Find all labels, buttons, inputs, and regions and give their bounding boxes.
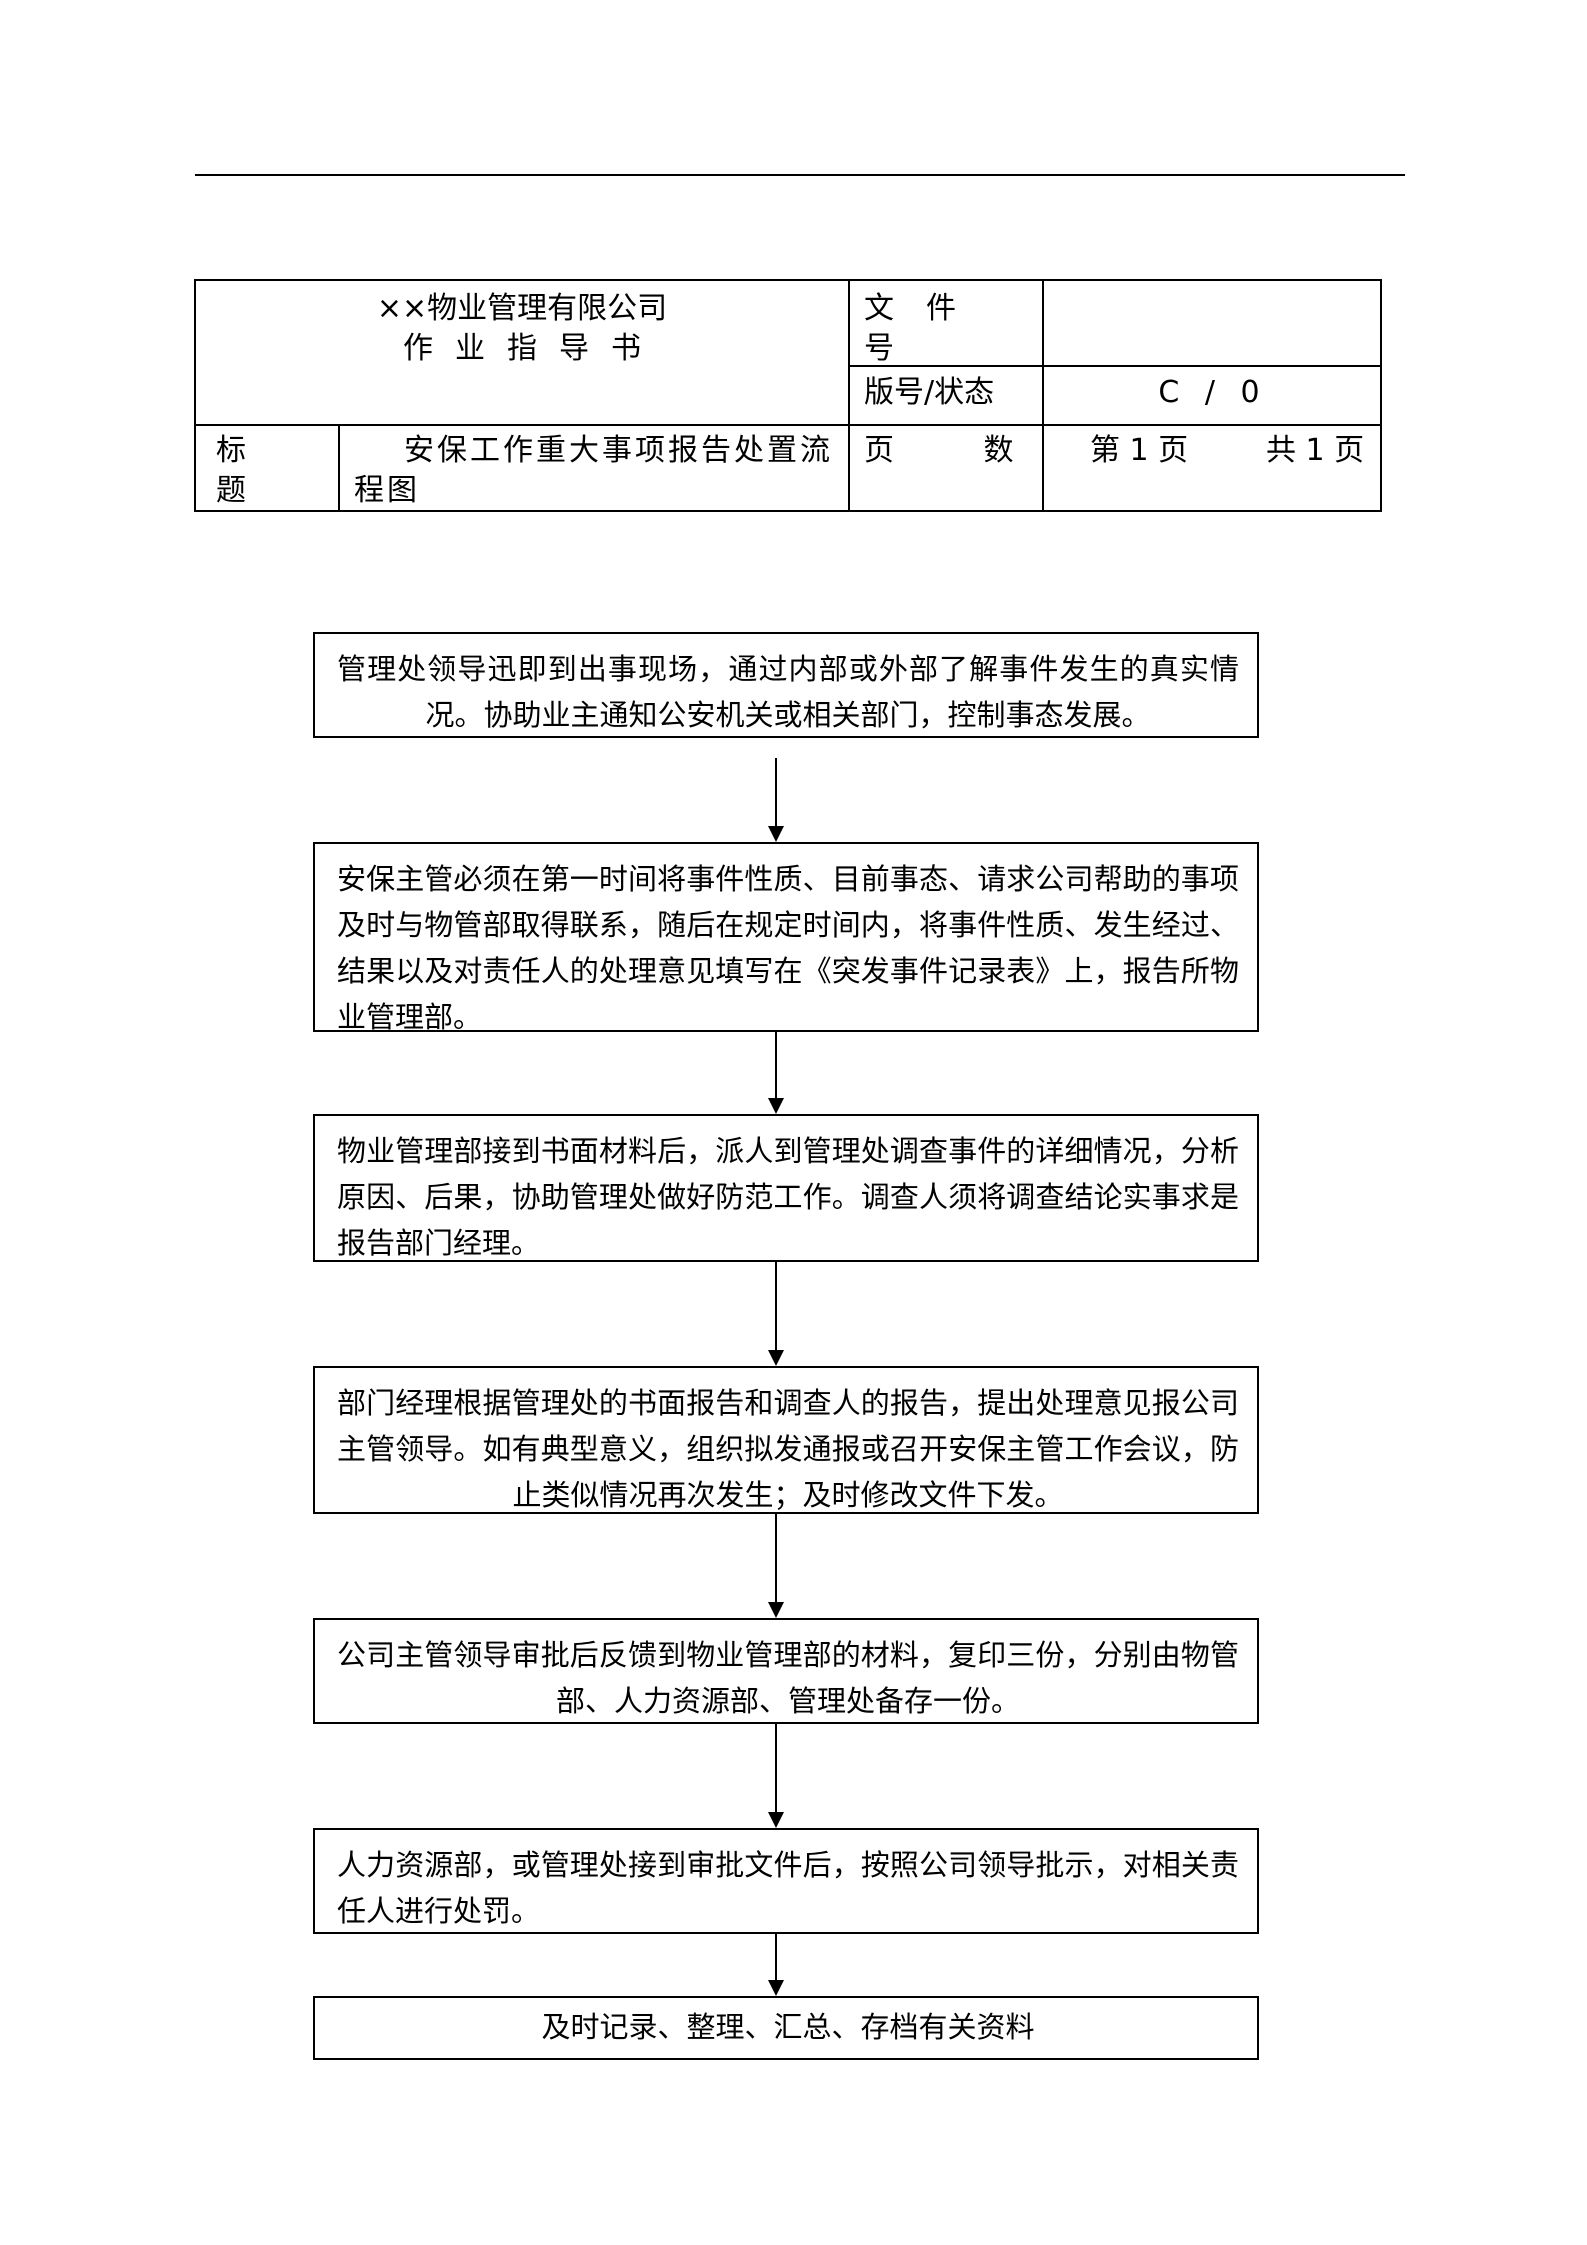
header-divider <box>848 281 850 510</box>
header-divider <box>848 365 1380 367</box>
flow-arrow <box>768 1724 784 1828</box>
flow-arrow <box>768 1514 784 1618</box>
flow-step-6: 人力资源部，或管理处接到审批文件后，按照公司领导批示，对相关责任人进行处罚。 <box>313 1828 1259 1934</box>
flow-step-1: 管理处领导迅即到出事现场，通过内部或外部了解事件发生的真实情况。协助业主通知公安… <box>313 632 1259 738</box>
version-value: C / 0 <box>1158 375 1268 410</box>
version-label: 版号/状态 <box>864 375 995 410</box>
pages-current: 第 1 页 <box>1090 433 1189 468</box>
title-value: 安保工作重大事项报告处置流程图 <box>354 433 833 508</box>
flow-step-4: 部门经理根据管理处的书面报告和调查人的报告，提出处理意见报公司主管领导。如有典型… <box>313 1366 1259 1514</box>
pages-label: 页 数 <box>864 433 1014 468</box>
pages-total: 共 1 页 <box>1266 433 1365 468</box>
flow-step-7: 及时记录、整理、汇总、存档有关资料 <box>313 1996 1259 2060</box>
flow-arrow <box>768 1934 784 1996</box>
company-name: ××物业管理有限公司 <box>376 291 668 326</box>
flow-step-3: 物业管理部接到书面材料后，派人到管理处调查事件的详细情况，分析原因、后果，协助管… <box>313 1114 1259 1262</box>
header-divider <box>196 424 1380 426</box>
flow-step-5: 公司主管领导审批后反馈到物业管理部的材料，复印三份，分别由物管部、人力资源部、管… <box>313 1618 1259 1724</box>
document-type: 作业指导书 <box>403 331 663 366</box>
flow-arrow <box>768 1032 784 1114</box>
file-number-label: 文件号 <box>864 291 988 366</box>
header-table: ××物业管理有限公司 作业指导书 文件号 版号/状态 C / 0 标题 安保工作… <box>194 279 1382 512</box>
flow-step-2: 安保主管必须在第一时间将事件性质、目前事态、请求公司帮助的事项及时与物管部取得联… <box>313 842 1259 1032</box>
top-rule <box>195 174 1405 176</box>
header-divider <box>338 424 340 510</box>
header-divider <box>1042 281 1044 510</box>
flow-arrow <box>768 1262 784 1366</box>
flow-arrow <box>768 758 784 842</box>
title-label: 标题 <box>216 433 280 508</box>
